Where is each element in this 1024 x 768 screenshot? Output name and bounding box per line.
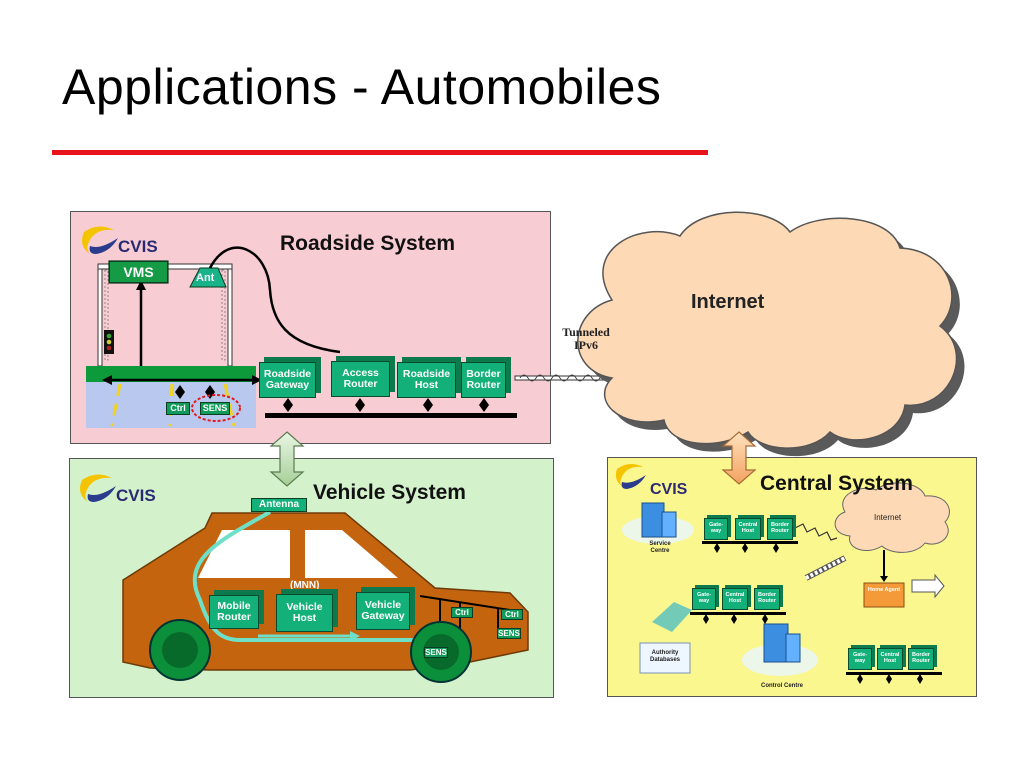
vehicle-gateway-node: Vehicle Gateway — [356, 592, 410, 630]
internet-central-arrow — [721, 431, 757, 485]
cvis-logo-roadside — [82, 226, 118, 254]
central-host-node-3: Central Host — [877, 648, 903, 670]
vehicle-system-title: Vehicle System — [313, 481, 466, 504]
central-border-router-node-2: Border Router — [754, 588, 780, 610]
vehicle-ctrl-2: Ctrl — [501, 609, 523, 620]
tunneled-ipv6-label: Tunneled IPv6 — [562, 325, 610, 352]
roadside-host-node: Roadside Host — [397, 362, 456, 398]
internet-cloud — [577, 211, 965, 457]
central-border-router-node-1: Border Router — [767, 518, 793, 540]
vms-sign: VMS — [109, 261, 168, 283]
home-agent-label: Home Agent — [867, 587, 901, 593]
roadside-ctrl: Ctrl — [166, 402, 190, 415]
control-centre-label: Control Centre — [761, 683, 803, 689]
central-scene — [615, 463, 950, 684]
vehicle-host-node: Vehicle Host — [276, 594, 333, 632]
internet-label: Internet — [691, 291, 765, 313]
roadside-sens: SENS — [200, 402, 230, 415]
central-border-router-node-3: Border Router — [908, 648, 934, 670]
slide-title: Applications - Automobiles — [62, 59, 662, 115]
central-gateway-node-1: Gate-way — [704, 518, 728, 540]
vehicle-antenna: Antenna — [251, 498, 307, 512]
central-host-node-1: Central Host — [735, 518, 761, 540]
roadside-antenna-label: Ant — [196, 272, 215, 284]
roadside-gateway-node: Roadside Gateway — [259, 362, 316, 398]
central-gateway-node-2: Gate-way — [692, 588, 716, 610]
central-system-title: Central System — [760, 472, 913, 495]
cvis-logo-vehicle — [80, 474, 116, 502]
central-internet-label: Internet — [874, 513, 902, 522]
central-host-node-2: Central Host — [722, 588, 748, 610]
central-cvis-logo-text: CVIS — [650, 481, 688, 498]
vehicle-ctrl-1: Ctrl — [451, 607, 473, 618]
cvis-logo-central — [615, 463, 646, 489]
title-underline — [52, 150, 708, 155]
vehicle-cvis-logo-text: CVIS — [116, 486, 156, 505]
authority-databases-label: Authority Databases — [649, 650, 681, 664]
roadside-vehicle-arrow — [269, 431, 305, 487]
roadside-system-title: Roadside System — [280, 232, 456, 255]
mnn-label: (MNN) — [290, 580, 320, 591]
central-gateway-node-3: Gate-way — [848, 648, 872, 670]
vehicle-sens-2: SENS — [424, 647, 448, 658]
vehicle-sens-1: SENS — [497, 628, 521, 639]
roadside-cvis-logo-text: CVIS — [118, 237, 158, 256]
service-centre-label: Service Centre — [649, 541, 671, 554]
mobile-router-node: Mobile Router — [209, 595, 259, 629]
border-router-node: Border Router — [461, 362, 506, 398]
access-router-node: Access Router — [331, 361, 390, 397]
